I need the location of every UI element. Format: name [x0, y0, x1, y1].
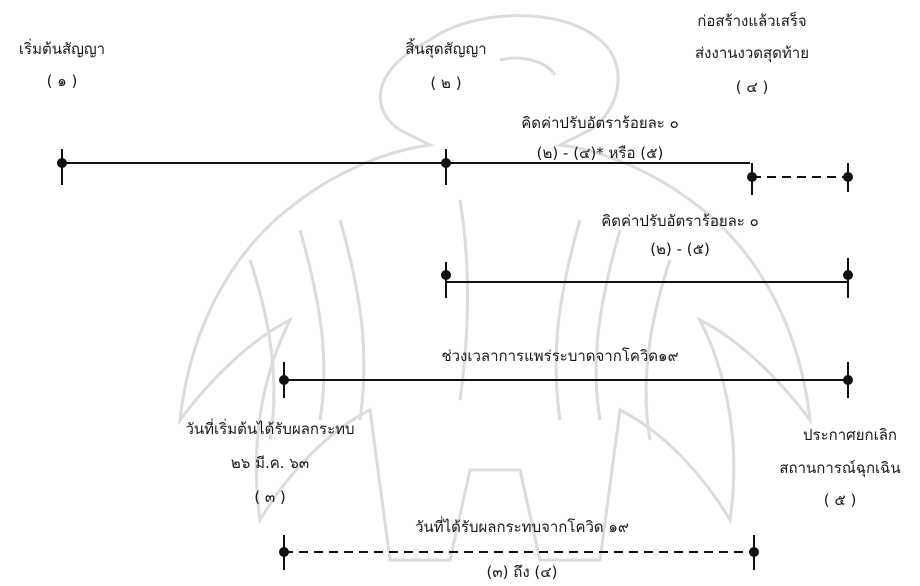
garuda-watermark-icon — [177, 14, 813, 562]
label-start-contract-num: ( ๑ ) — [46, 72, 78, 90]
label-end-contract-num: ( ๒ ) — [430, 74, 462, 92]
point-covid-end — [843, 375, 853, 385]
label-fine-b-formula: (๒) - (๕) — [650, 240, 710, 258]
label-impact-start-date: ๒๖ มี.ค. ๖๓ — [230, 454, 310, 472]
label-build-done-line2: ส่งงานงวดสุดท้าย — [695, 44, 809, 62]
label-emergency-end-line1: ประกาศยกเลิก — [803, 426, 897, 444]
point-start-contract — [57, 158, 67, 168]
label-impact-start-line1: วันที่เริ่มต้นได้รับผลกระทบ — [185, 420, 355, 438]
label-impact-range-title: วันที่ได้รับผลกระทบจากโควิด ๑๙ — [415, 518, 629, 536]
label-fine-a-title: คิดค่าปรับอัตราร้อยละ ๐ — [521, 114, 679, 132]
point-fine-b-start — [441, 270, 451, 280]
point-impact-start — [279, 547, 289, 557]
label-covid-period: ช่วงเวลาการแพร่ระบาดจากโควิด๑๙ — [441, 347, 679, 365]
point-covid-start — [279, 375, 289, 385]
label-emergency-end-line2: สถานการณ์ฉุกเฉิน — [779, 459, 901, 477]
point-emergency-end-1 — [843, 172, 853, 182]
label-impact-range-formula: (๓) ถึง (๔) — [486, 563, 558, 581]
label-fine-b-title: คิดค่าปรับอัตราร้อยละ ๐ — [601, 212, 759, 230]
point-fine-b-end — [843, 270, 853, 280]
label-start-contract: เริ่มต้นสัญญา — [18, 40, 106, 58]
label-build-done-line1: ก่อสร้างแล้วเสร็จ — [697, 12, 807, 30]
label-fine-a-formula: (๒) - (๔)* หรือ (๕) — [536, 144, 664, 162]
label-end-contract: สิ้นสุดสัญญา — [405, 40, 487, 58]
point-build-done — [747, 172, 757, 182]
label-build-done-num: ( ๔ ) — [735, 78, 769, 96]
label-impact-start-num: ( ๓ ) — [254, 488, 286, 506]
point-impact-end — [749, 547, 759, 557]
point-end-contract — [441, 158, 451, 168]
label-emergency-end-num: ( ๕ ) — [823, 491, 857, 509]
